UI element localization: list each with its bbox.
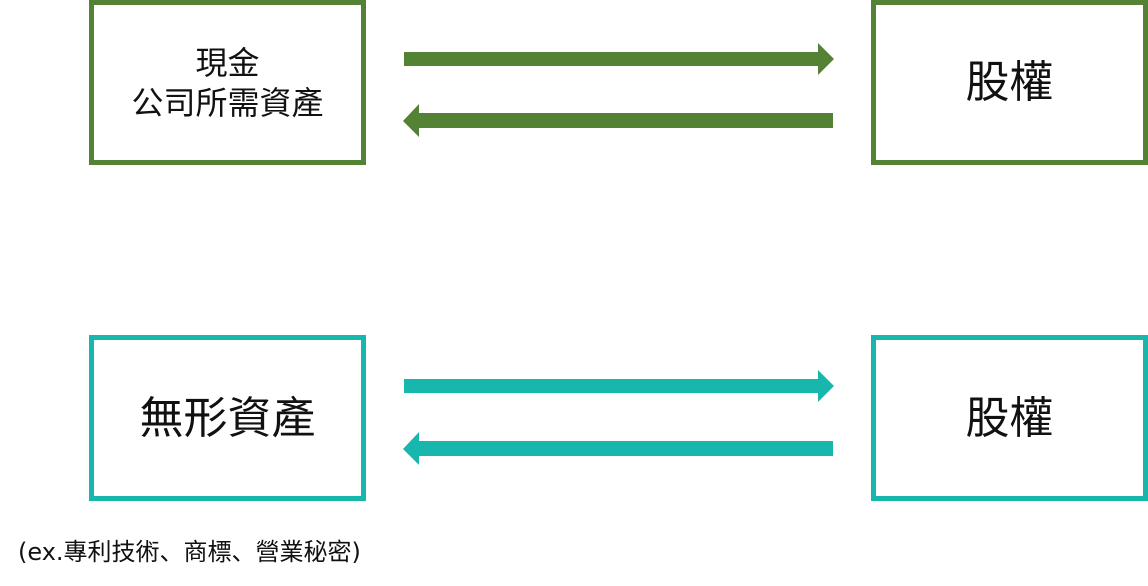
intangible-assets-box: 無形資產 (89, 335, 366, 501)
right-arrow-bottom-shape (404, 370, 834, 402)
left-arrow-top-shape (403, 104, 833, 137)
company-assets-label: 公司所需資產 (131, 83, 324, 122)
cash-assets-box: 現金 公司所需資產 (89, 0, 366, 165)
examples-note: (ex.專利技術、商標、營業秘密) (18, 538, 361, 566)
equity-box-bottom: 股權 (871, 335, 1148, 501)
cash-label: 現金 (195, 43, 260, 82)
left-arrow-bottom-shape (403, 432, 833, 465)
equity-label-bottom: 股權 (965, 392, 1054, 444)
intangible-assets-label: 無形資產 (139, 392, 316, 444)
equity-box-top: 股權 (871, 0, 1148, 165)
right-arrow-top-shape (404, 43, 834, 75)
equity-label-top: 股權 (965, 57, 1054, 108)
